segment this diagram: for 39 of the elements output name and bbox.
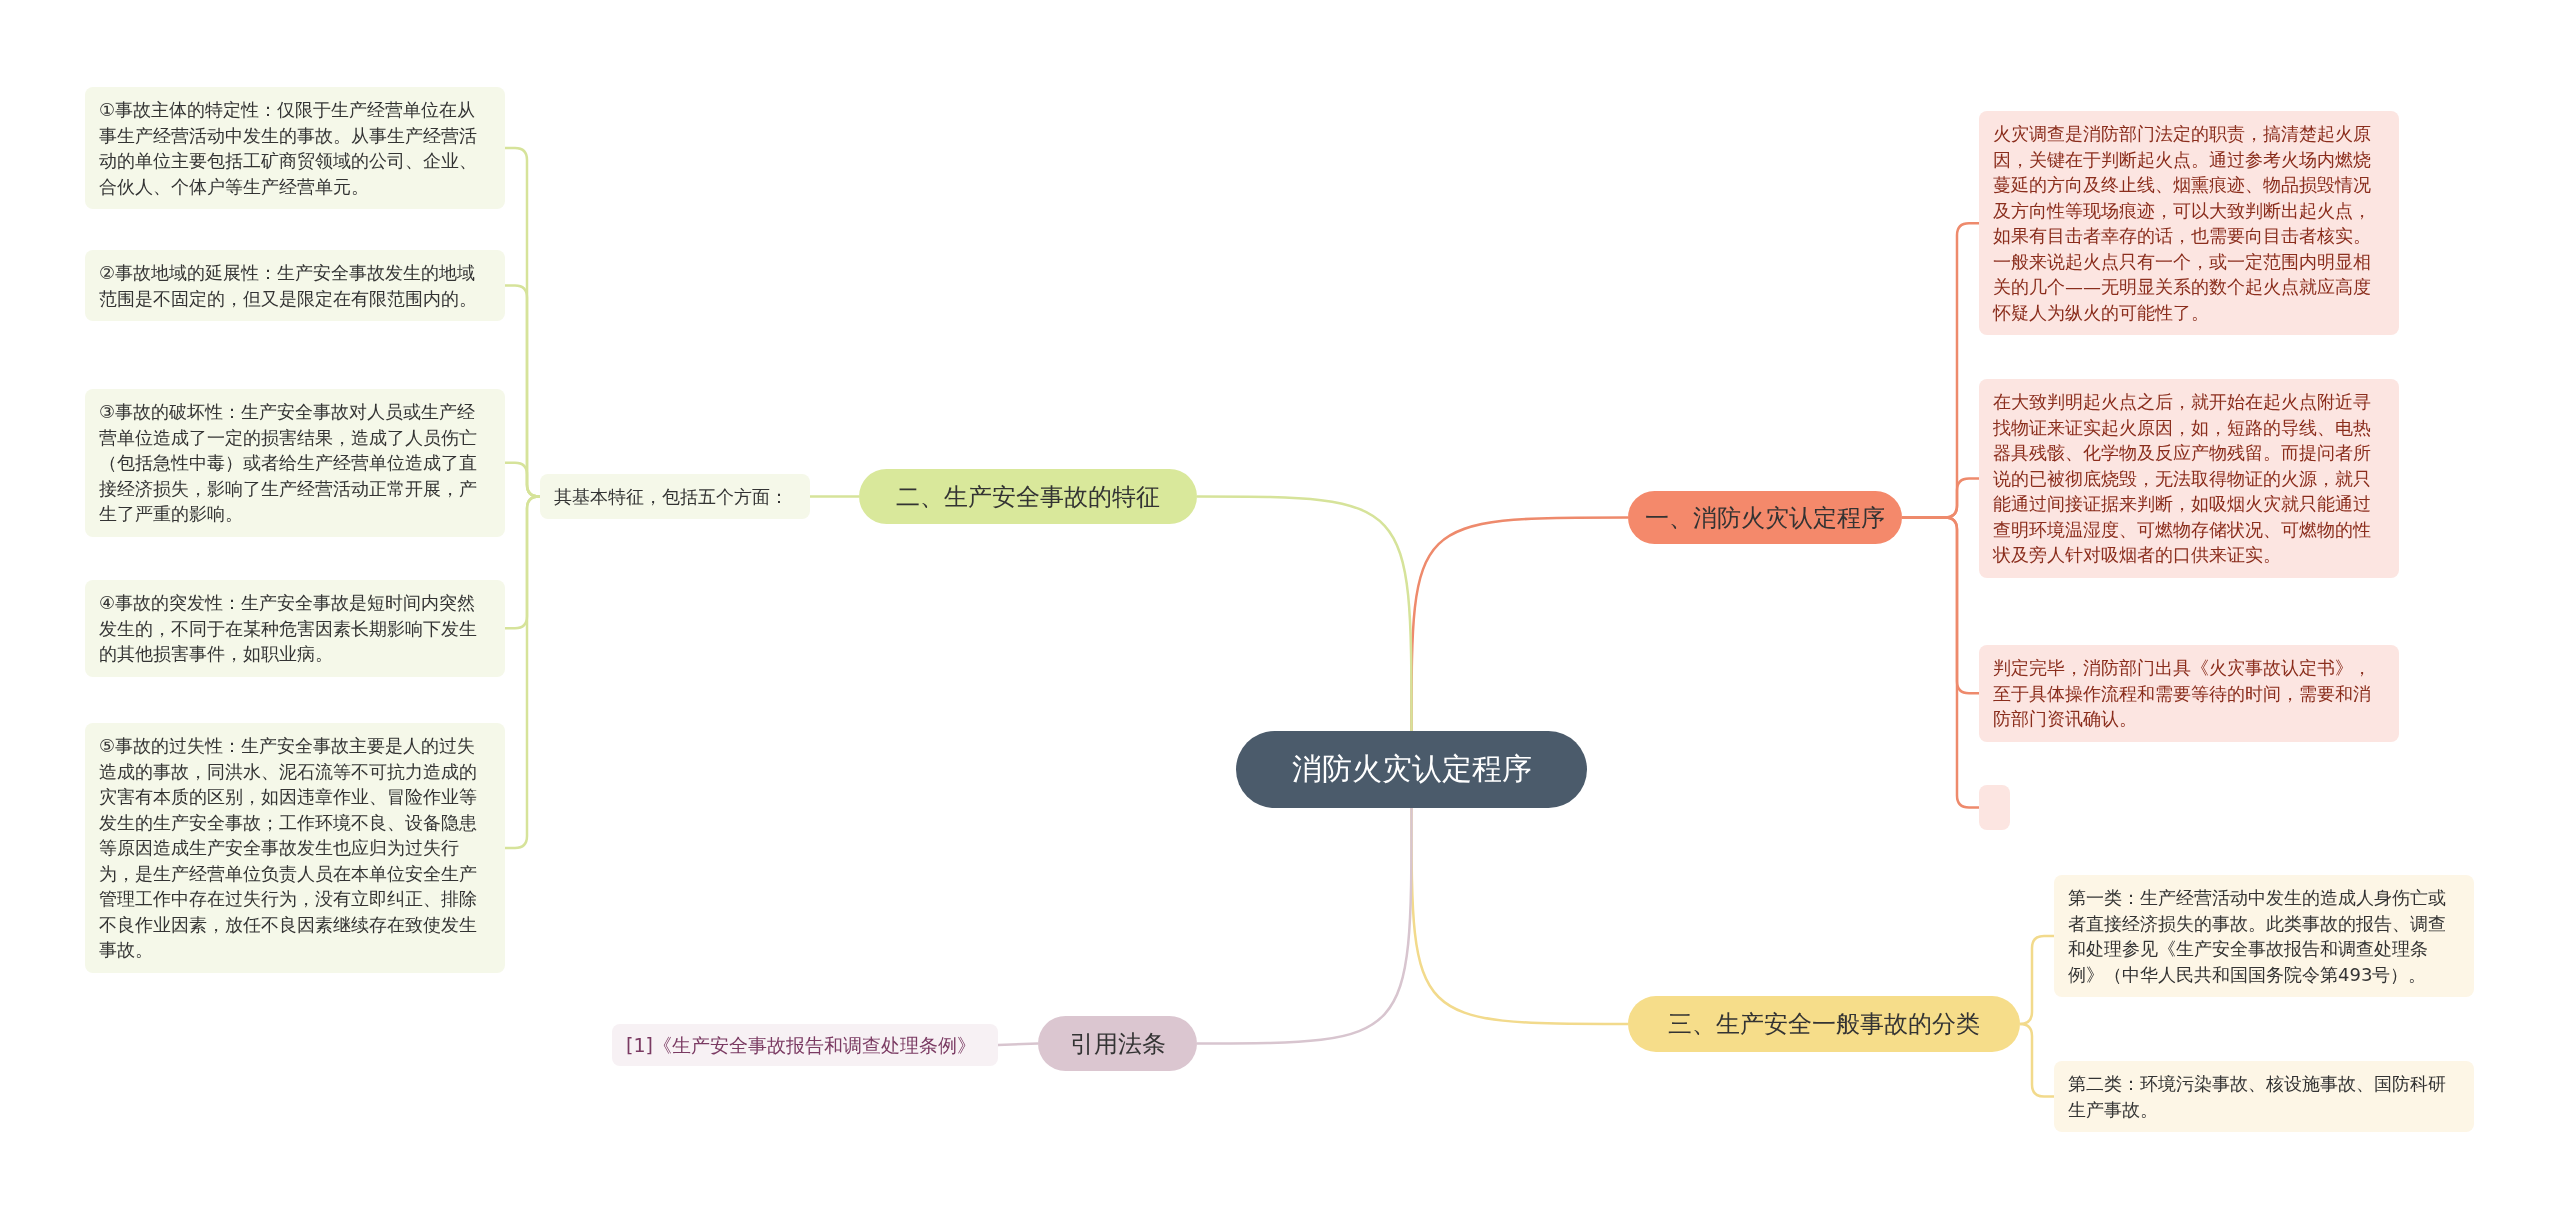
note-text: 第二类：环境污染事故、核设施事故、国防科研生产事故。	[2068, 1072, 2447, 1122]
connector-line	[997, 1042, 1039, 1047]
note-card	[540, 474, 810, 519]
note-card	[85, 389, 505, 537]
topic-text: 消防火灾认定程序	[1291, 750, 1532, 788]
note-card	[1979, 111, 2399, 336]
topic-text: 三、生产安全一般事故的分类	[1668, 1009, 1980, 1040]
note-text: 判定完毕，消防部门出具《火灾事故认定书》，至于具体操作流程和需要等待的时间，需要和消防部门资讯确认。	[1993, 656, 2372, 732]
note-card	[612, 1024, 998, 1066]
topic-text: 二、生产安全事故的特征	[896, 481, 1160, 513]
connector-line	[2018, 1022, 2054, 1098]
note-card	[85, 723, 505, 973]
empty-box	[1979, 785, 2010, 830]
note-text: ⑤事故的过失性：生产安全事故主要是人的过失造成的事故，同洪水、泥石流等不可抗力造成的灾害有本质的区别，如因违章作业、冒险作业等发生的生产安全事故；工作环境不良、设备隐患等原因造成生产安全事故发生也应归为过失行为，是生产经营单位负责人员在本单位安全生产管理工作中存在过失行为，没有立即纠正、排除不良作业因素，放任不良因素继续存在致使发生事故。	[99, 734, 478, 963]
note-text: 其基本特征，包括五个方面：	[554, 484, 788, 509]
topic-text: 引用法条	[1069, 1028, 1166, 1060]
connector-line	[810, 495, 859, 498]
branch-topic	[859, 469, 1197, 524]
note-card	[1979, 379, 2399, 578]
note-card	[1979, 645, 2399, 742]
note-card	[85, 87, 505, 210]
branch-topic	[1628, 491, 1902, 544]
note-card	[85, 580, 505, 677]
note-text: 火灾调查是消防部门法定的职责，搞清楚起火原因，关键在于判断起火点。通过参考火场内燃烧蔓延的方向及终止线、烟熏痕迹、物品损毁情况及方向性等现场痕迹，可以大致判断出起火点，如果有目击者幸存的话，也需要向目击者核实。一般来说起火点只有一个，或一定范围内明显相关的几个——无明显关系的数个起火点就应高度怀疑人为纵火的可能性了。	[1993, 122, 2372, 325]
note-text: ②事故地域的延展性：生产安全事故发生的地域范围是不固定的，但又是限定在有限范围内的。	[99, 261, 478, 311]
note-card	[2054, 875, 2474, 998]
note-card	[2054, 1061, 2474, 1133]
note-text: ③事故的破坏性：生产安全事故对人员或生产经营单位造成了一定的损害结果，造成了人员伤亡（包括急性中毒）或者给生产经营单位造成了直接经济损失，影响了生产经营活动正常开展，产生了严重的影响。	[99, 400, 478, 527]
note-text: ④事故的突发性：生产安全事故是短时间内突然发生的，不同于在某种危害因素长期影响下发生的其他损害事件，如职业病。	[99, 591, 478, 667]
note-text: 第一类：生产经营活动中发生的造成人身伤亡或者直接经济损失的事故。此类事故的报告、调查和处理参见《生产安全事故报告和调查处理条例》（中华人民共和国国务院令第493号）。	[2068, 886, 2447, 987]
note-text: ①事故主体的特定性：仅限于生产经营单位在从事生产经营活动中发生的事故。从事生产经营活动的单位主要包括工矿商贸领域的公司、企业、合伙人、个体户等生产经营单元。	[99, 98, 478, 199]
note-text: [1]《生产安全事故报告和调查处理条例》	[626, 1032, 976, 1058]
connector-line	[1197, 808, 1413, 1045]
branch-topic	[1628, 996, 2020, 1052]
note-card	[85, 250, 505, 322]
branch-topic	[1038, 1016, 1197, 1071]
topic-text: 一、消防火灾认定程序	[1645, 502, 1885, 534]
note-text: 在大致判明起火点之后，就开始在起火点附近寻找物证来证实起火原因，如，短路的导线、电热器具残骸、化学物及反应产物残留。而提问者所说的已被彻底烧毁，无法取得物证的火源，就只能通过间接证据来判断，如吸烟火灾就只能通过查明环境温湿度、可燃物存储状况、可燃物的性状及旁人针对吸烟者的口供来证实。	[1993, 390, 2372, 568]
connector-line	[1197, 495, 1413, 731]
